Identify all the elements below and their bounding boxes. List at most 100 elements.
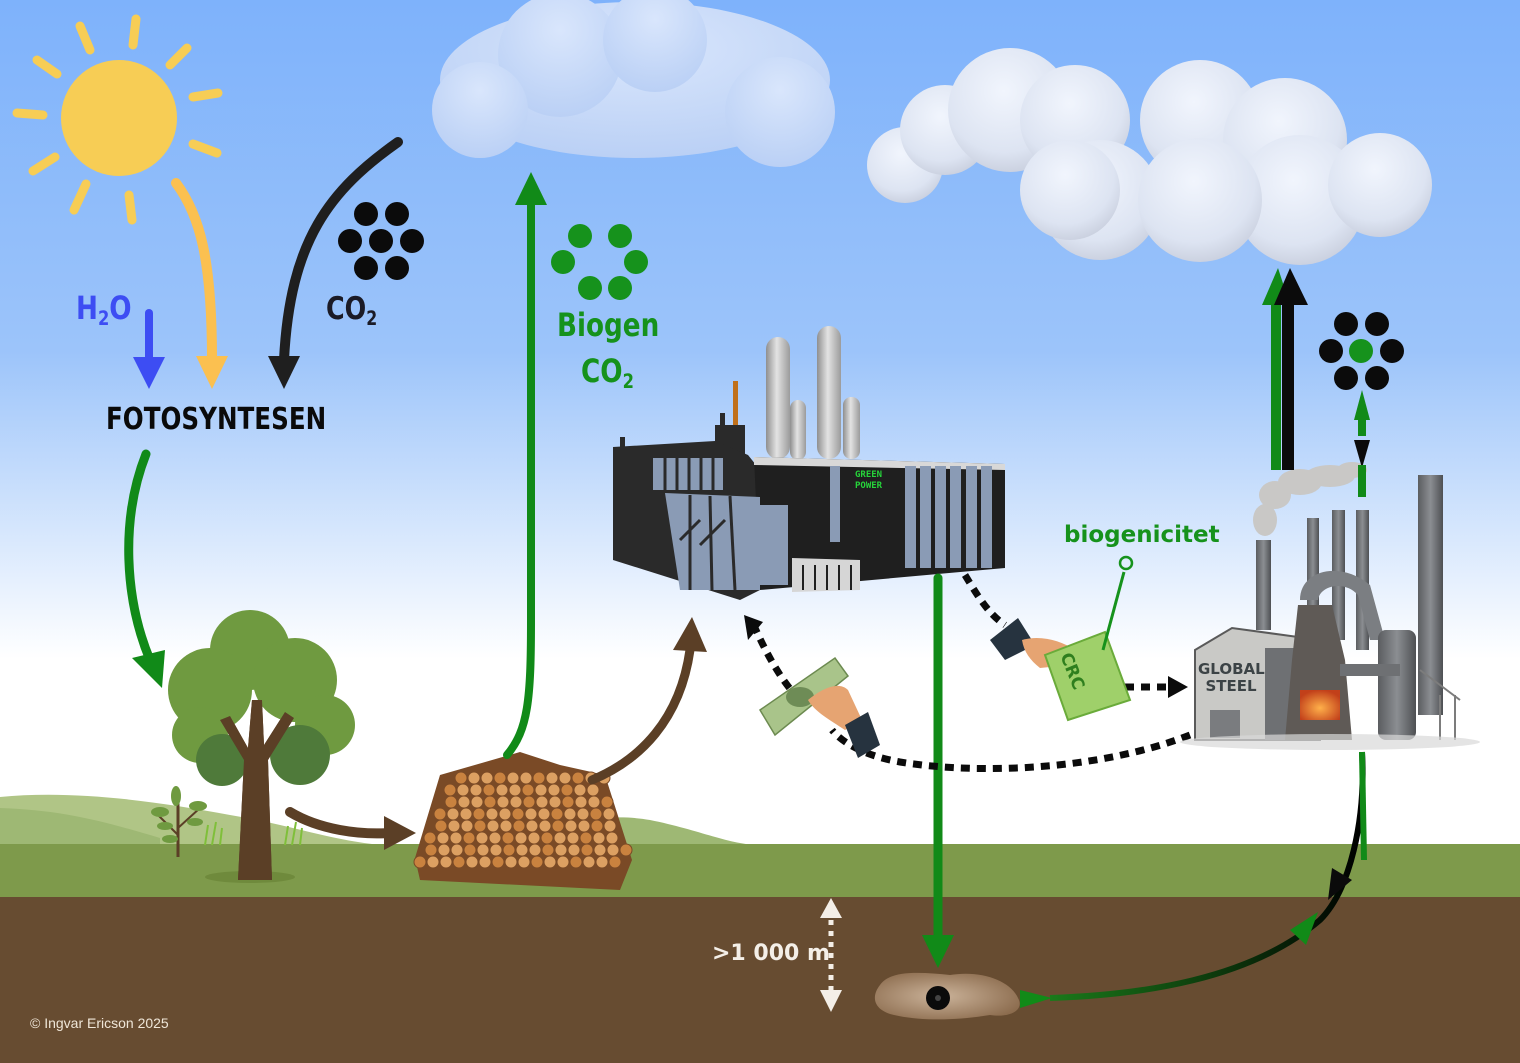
log-end [548,795,562,809]
sunlight-arrow [171,178,228,389]
biogenicity-pointer [1101,555,1134,651]
cloud-right-icon [867,48,1432,265]
log-end [483,795,497,809]
log-end [508,783,522,797]
biogenicity-label: biogenicitet [1064,522,1220,548]
log-end [528,843,542,857]
sun-icon [12,14,223,225]
log-end [538,819,552,833]
soil-layer [0,897,1520,1063]
log-end [558,771,572,785]
log-end [457,795,471,809]
crc-certificate-icon [990,618,1132,722]
log-end [443,783,457,797]
log-end [554,843,568,857]
log-end [452,855,466,869]
log-end [463,843,477,857]
log-end [449,831,463,845]
log-end [519,771,533,785]
co2-uptake-arrow [268,137,403,389]
log-end [454,771,468,785]
log-end [541,843,555,857]
log-end [472,807,486,821]
log-end [447,819,461,833]
log-end [433,807,447,821]
log-end [587,795,601,809]
log-end [567,843,581,857]
log-end [489,843,503,857]
log-end [586,783,600,797]
log-end [522,795,536,809]
log-end [446,807,460,821]
cloud-left-icon [432,0,835,167]
storage-reservoir-icon [874,972,1020,1020]
hill-left-shade [0,808,160,845]
log-end [592,831,606,845]
log-end [566,831,580,845]
log-end [573,783,587,797]
log-end [593,843,607,857]
tree-to-woodpile-arrow [285,807,416,850]
log-end [580,843,594,857]
photosynthesis-to-tree-arrow [124,449,165,688]
log-end [504,855,518,869]
log-end [600,795,614,809]
log-end [551,819,565,833]
log-end [553,831,567,845]
log-end [579,831,593,845]
log-end [444,795,458,809]
log-end [564,819,578,833]
log-end [525,819,539,833]
log-end [488,831,502,845]
log-end [486,819,500,833]
capture-exchange-arrow [1354,390,1370,497]
biogenic-co2-molecule-icon [551,224,648,300]
log-end [423,831,437,845]
log-end [495,783,509,797]
log-end [582,855,596,869]
log-end [619,843,633,857]
co2-label: CO2 [326,291,378,330]
log-end [467,771,481,785]
log-end [577,819,591,833]
log-end [426,855,440,869]
log-end [496,795,510,809]
log-end [524,807,538,821]
log-end [460,819,474,833]
log-end [485,807,499,821]
log-end [469,783,483,797]
log-end [576,807,590,821]
log-end [537,807,551,821]
log-end [571,771,585,785]
log-end [589,807,603,821]
co2-molecule-icon [338,202,424,280]
log-end [605,831,619,845]
copyright-label: © Ingvar Ericson 2025 [30,1015,169,1031]
biogen-co2-label: CO2 [581,352,634,393]
log-end [512,819,526,833]
log-end [499,819,513,833]
log-end [473,819,487,833]
log-end [514,831,528,845]
log-end [545,771,559,785]
log-end [470,795,484,809]
log-end [502,843,516,857]
woodpile-to-plant-arrow [587,617,707,785]
smoke-plume [1253,462,1367,536]
log-end [603,819,617,833]
log-end [550,807,564,821]
log-end [602,807,616,821]
log-end [480,771,494,785]
log-end [606,843,620,857]
water-arrow [133,309,165,389]
biogenic-co2-release-arrow [503,172,547,759]
log-end [547,783,561,797]
log-end [476,843,490,857]
log-end [506,771,520,785]
mixed-co2-molecule-icon [1319,312,1404,390]
log-end [560,783,574,797]
log-end [590,819,604,833]
log-end [434,819,448,833]
log-end [511,807,525,821]
power-plant-icon [613,326,1005,600]
